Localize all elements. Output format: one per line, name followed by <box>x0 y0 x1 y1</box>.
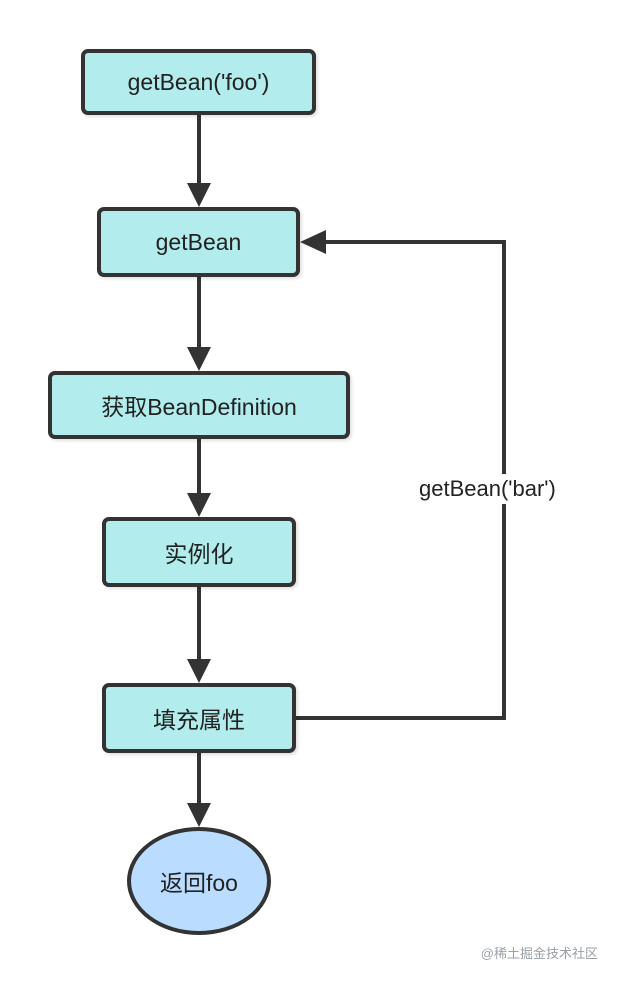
node-get-bean: getBean <box>97 207 300 277</box>
arrow-instantiate-to-populate <box>187 587 211 683</box>
node-populate-properties: 填充属性 <box>102 683 296 753</box>
watermark: @稀土掘金技术社区 <box>480 946 598 961</box>
arrow-getbean-foo-to-getbean <box>187 115 211 207</box>
node-get-bean-definition-label: 获取BeanDefinition <box>101 394 297 420</box>
node-get-bean-label: getBean <box>155 228 242 255</box>
arrow-getbean-to-get-definition <box>187 277 211 371</box>
arrow-populate-to-return <box>187 753 211 827</box>
node-populate-properties-label: 填充属性 <box>153 707 245 733</box>
node-return-foo-label: 返回foo <box>160 870 238 896</box>
node-return-foo: 返回foo <box>127 827 271 935</box>
loop-edge-label: getBean('bar') <box>419 474 556 504</box>
node-instantiate: 实例化 <box>102 517 296 587</box>
node-get-bean-definition: 获取BeanDefinition <box>48 371 350 439</box>
arrow-get-definition-to-instantiate <box>187 439 211 517</box>
node-get-bean-foo: getBean('foo') <box>81 49 316 115</box>
node-get-bean-foo-label: getBean('foo') <box>127 68 270 95</box>
node-instantiate-label: 实例化 <box>164 541 234 567</box>
